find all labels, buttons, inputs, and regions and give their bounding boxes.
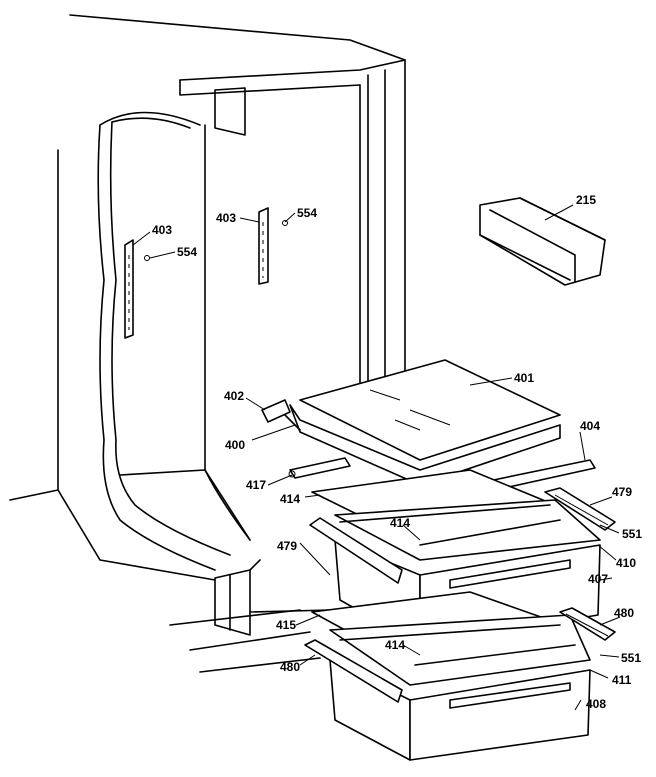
shelf-bracket-right (258, 207, 288, 285)
label-400: 400 (225, 438, 245, 452)
label-414-lower: 414 (385, 638, 405, 652)
cabinet-outline (9, 14, 406, 673)
callout-labels: 403 554 403 554 215 401 402 400 404 417 … (152, 193, 642, 711)
label-479-right: 479 (612, 485, 632, 499)
screw-icon (144, 255, 150, 261)
drawer-lower (304, 607, 616, 761)
label-480-left: 480 (280, 660, 300, 674)
shelf-pin (261, 399, 291, 423)
label-403-left: 403 (152, 223, 172, 237)
door-bin (479, 197, 606, 286)
label-415: 415 (276, 618, 296, 632)
label-407: 407 (588, 572, 608, 586)
label-554-left: 554 (177, 245, 197, 259)
screw-icon (282, 220, 288, 226)
leader-lines (132, 204, 621, 711)
label-404: 404 (580, 419, 600, 433)
label-215: 215 (576, 193, 596, 207)
glass-shelf (261, 359, 561, 486)
label-411: 411 (612, 673, 632, 687)
label-551-lower: 551 (621, 651, 641, 665)
label-410: 410 (616, 556, 636, 570)
label-401: 401 (514, 371, 534, 385)
label-480-right: 480 (614, 606, 634, 620)
label-403-right: 403 (216, 211, 236, 225)
label-417: 417 (246, 478, 266, 492)
label-414-upper: 414 (280, 492, 300, 506)
shelf-bracket-left (124, 239, 150, 339)
label-554-right: 554 (297, 206, 317, 220)
label-479-left: 479 (277, 539, 297, 553)
rail-417 (288, 457, 351, 479)
label-551-upper: 551 (622, 527, 642, 541)
label-402: 402 (224, 389, 244, 403)
label-408: 408 (586, 697, 606, 711)
label-414-middle: 414 (390, 516, 410, 530)
